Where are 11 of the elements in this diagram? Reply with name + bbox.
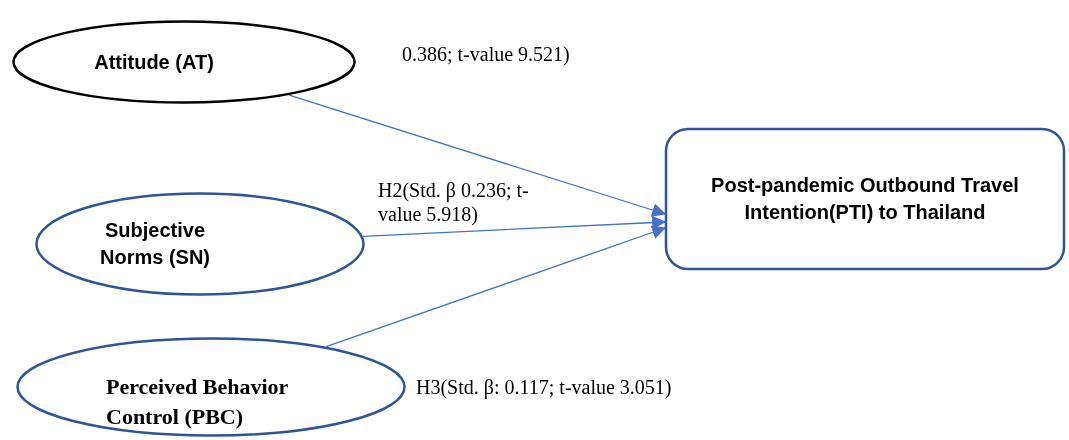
node-label: Perceived Behavior Control (PBC) xyxy=(106,373,289,431)
subjective-norms-ellipse xyxy=(35,192,365,296)
node-label: Attitude (AT) xyxy=(93,49,215,75)
perceived-behavior-control-ellipse xyxy=(16,337,406,437)
arrow xyxy=(325,225,667,348)
arrow xyxy=(362,215,667,237)
node-label: Subjective Norms (SN) xyxy=(99,218,211,270)
node-label: Post-pandemic Outbound Travel Intention(PTI) to Thailand xyxy=(710,173,1020,225)
arrow xyxy=(288,94,667,217)
post-pandemic-travel-intention-box xyxy=(665,128,1065,270)
attitude-ellipse xyxy=(12,20,356,104)
